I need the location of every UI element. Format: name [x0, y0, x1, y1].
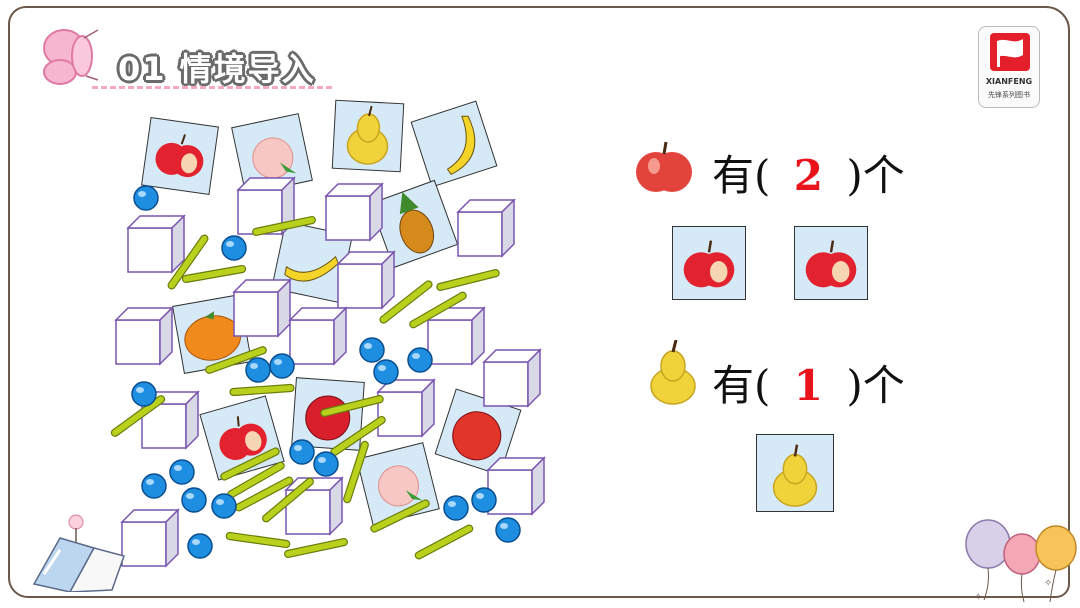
brand-name-cn: 先锋系列图书	[988, 91, 1030, 99]
butterfly-icon	[38, 26, 108, 90]
orange-card	[172, 294, 252, 374]
apple-answer-card	[672, 226, 746, 300]
pineapple-card	[369, 179, 459, 269]
apple-count-suffix: )个	[846, 151, 905, 200]
apple-count-text: 有( 2 )个	[712, 142, 905, 203]
apple-icon	[636, 140, 692, 196]
sticks	[110, 215, 500, 560]
pear-count-value: 1	[793, 361, 823, 410]
brand-logo: XIANFENG 先锋系列图书	[978, 26, 1040, 108]
pear-icon	[648, 339, 698, 406]
pomegranate-card-2	[434, 388, 522, 476]
page-frame	[8, 6, 1070, 598]
pear-card-scatter	[331, 99, 405, 173]
scatter-picture	[110, 99, 545, 567]
svg-text:✧: ✧	[1044, 578, 1052, 589]
svg-text:✧: ✧	[974, 592, 982, 603]
pear-answer-card	[756, 434, 834, 512]
apple-count-value: 2	[793, 151, 823, 200]
peach-card	[231, 113, 313, 195]
book-icon	[20, 508, 130, 593]
apple-answer-card	[794, 226, 868, 300]
apple-count-prefix: 有(	[712, 151, 771, 200]
balloon-icon: ✧ ✧	[960, 514, 1080, 604]
pear-count-prefix: 有(	[712, 361, 771, 410]
section-number: 01	[118, 50, 167, 88]
banana-card	[410, 100, 498, 188]
section-title-label: 情境导入	[179, 50, 316, 88]
title-underline	[92, 86, 332, 89]
pear-count-text: 有( 1 )个	[712, 352, 905, 413]
brand-name-en: XIANFENG	[985, 77, 1033, 86]
apple-card	[141, 117, 219, 195]
section-title: 01 情境导入	[118, 44, 316, 90]
flag-icon	[990, 33, 1030, 71]
pear-count-suffix: )个	[846, 361, 905, 410]
